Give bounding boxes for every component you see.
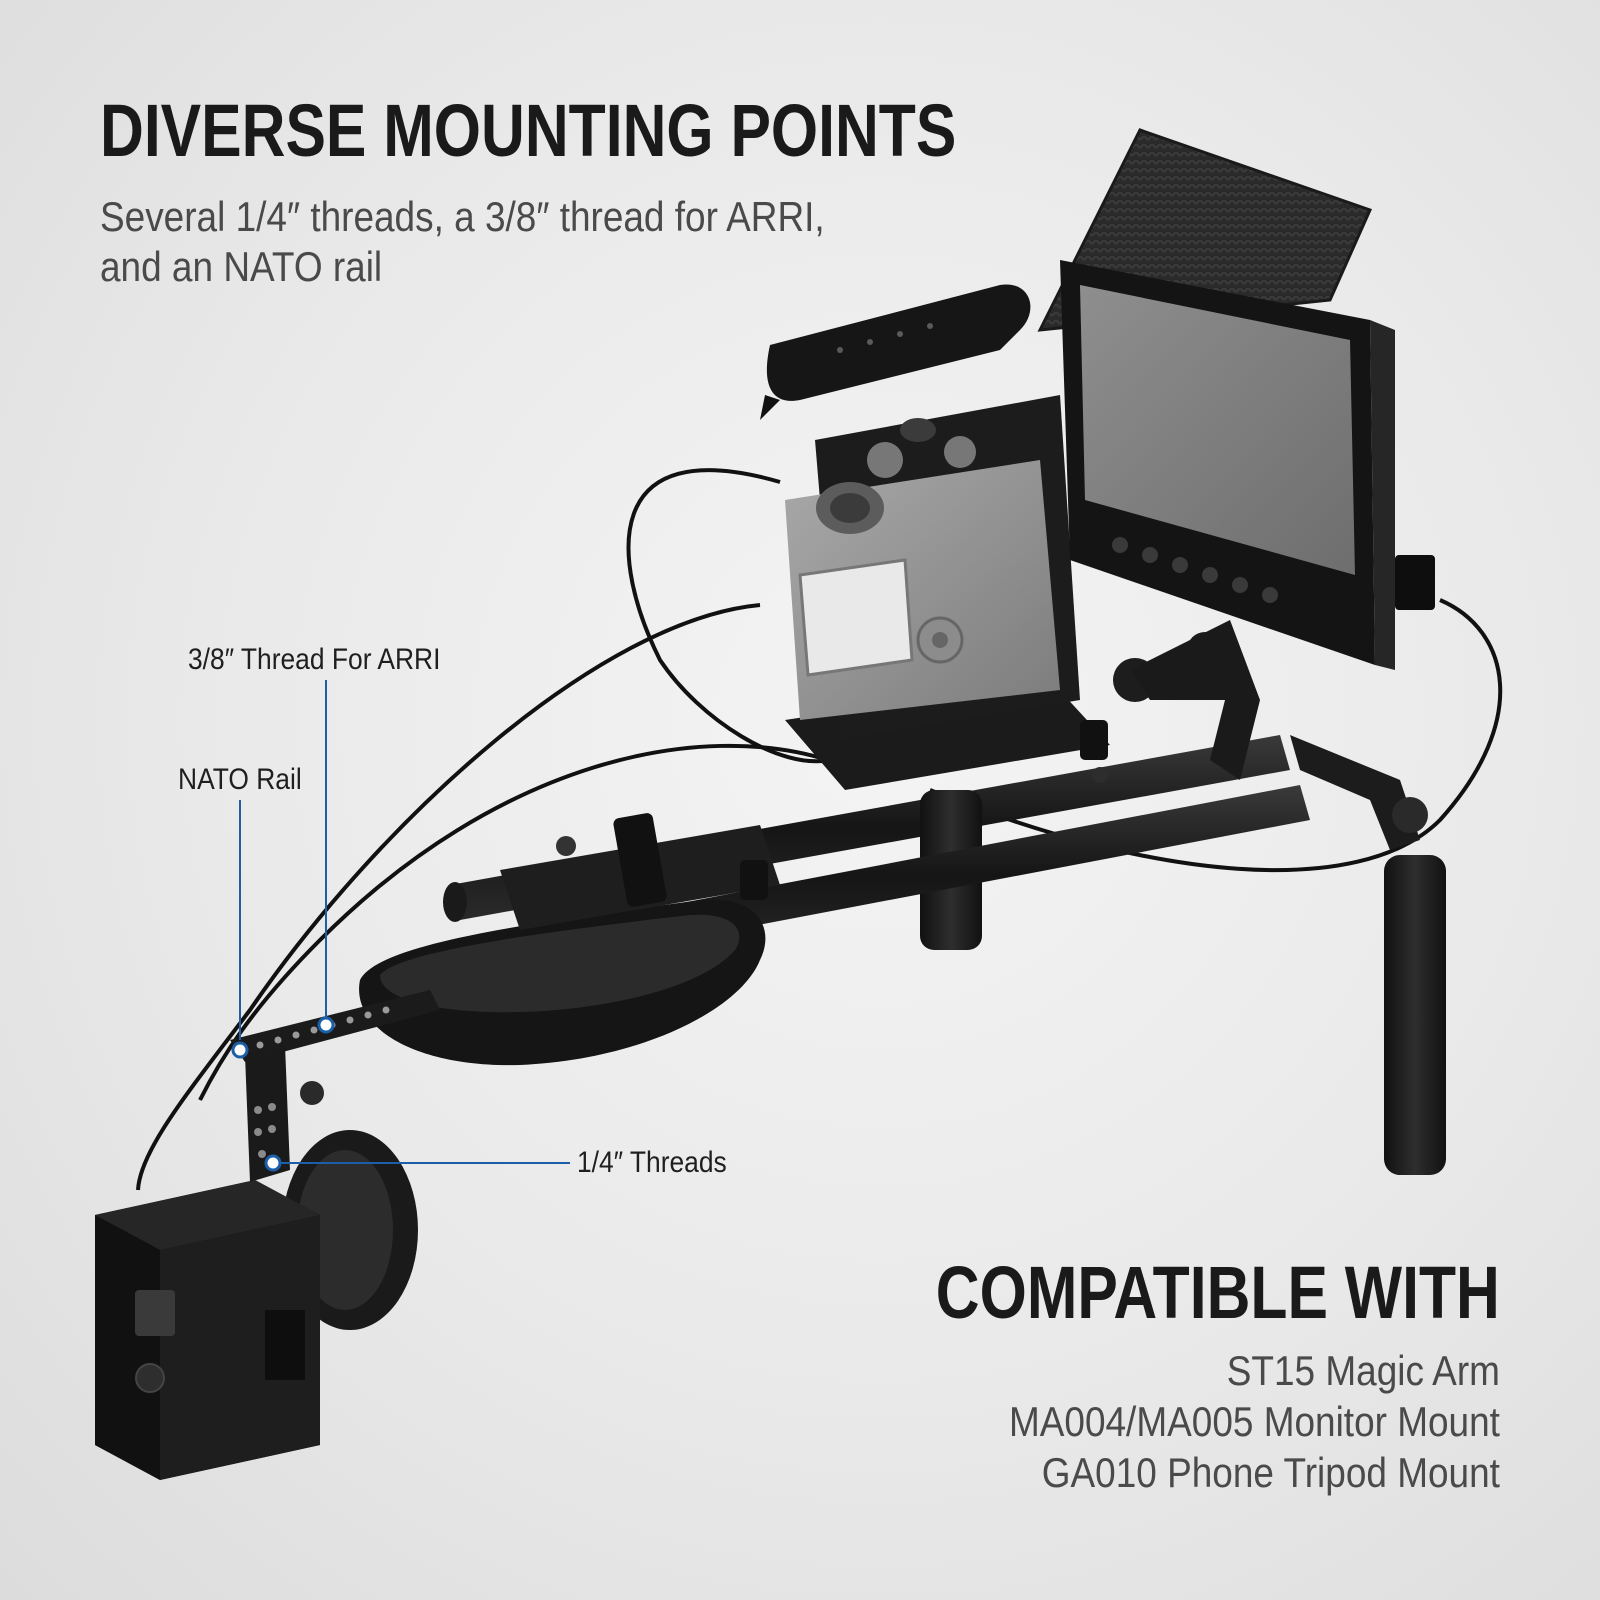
compatible-list: ST15 Magic Arm MA004/MA005 Monitor Mount… [1009,1345,1500,1498]
rod-clamp [500,813,780,930]
nato-rail-label: NATO Rail [178,763,302,796]
page-title: DIVERSE MOUNTING POINTS [100,89,957,172]
callout-lines [239,680,570,1164]
compatible-item: MA004/MA005 Monitor Mount [1009,1398,1500,1445]
top-handle [760,284,1031,420]
subtitle-line-2: and an NATO rail [100,243,383,290]
quarter-threads-label: 1/4″ Threads [577,1146,727,1179]
mounting-arm [230,990,440,1182]
nato-callout-dot [231,1041,249,1059]
arri-thread-label: 3/8″ Thread For ARRI [188,643,441,676]
compatible-item: GA010 Phone Tripod Mount [1041,1449,1500,1496]
battery [95,1180,320,1480]
handgrips [920,735,1446,1175]
shoulder-pad [359,899,766,1066]
compatible-item: ST15 Magic Arm [1226,1347,1500,1394]
arri-callout-dot [317,1016,335,1034]
camera [785,418,1060,720]
page-subtitle: Several 1/4″ threads, a 3/8″ thread for … [100,192,825,292]
subtitle-line-1: Several 1/4″ threads, a 3/8″ thread for … [100,193,825,240]
monitor [1060,260,1435,670]
compatible-title: COMPATIBLE WITH [935,1251,1500,1334]
callout-dots [231,1016,335,1172]
monitor-arm [1113,620,1260,780]
quarter-callout-dot [264,1154,282,1172]
